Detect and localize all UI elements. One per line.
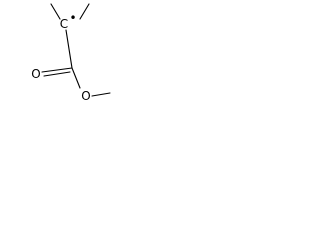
atom-ester-oxygen-label: O	[81, 89, 90, 103]
radical-dot: •	[69, 11, 76, 25]
bond-radical-to-carbonyl	[65, 29, 73, 69]
atom-radical-carbon-label: C	[60, 17, 68, 31]
bond-carbonyl-double-b	[43, 71, 71, 77]
bond-carbonyl-double-a	[41, 67, 73, 73]
bond-methyl-right	[79, 3, 90, 20]
atom-carbonyl-oxygen-label: O	[31, 67, 40, 81]
bond-methyl-left	[50, 3, 61, 20]
bond-carbonyl-to-ester-o	[71, 67, 81, 89]
molecule-structure: C • O O	[31, 3, 111, 103]
bond-ester-o-methyl	[91, 92, 111, 97]
